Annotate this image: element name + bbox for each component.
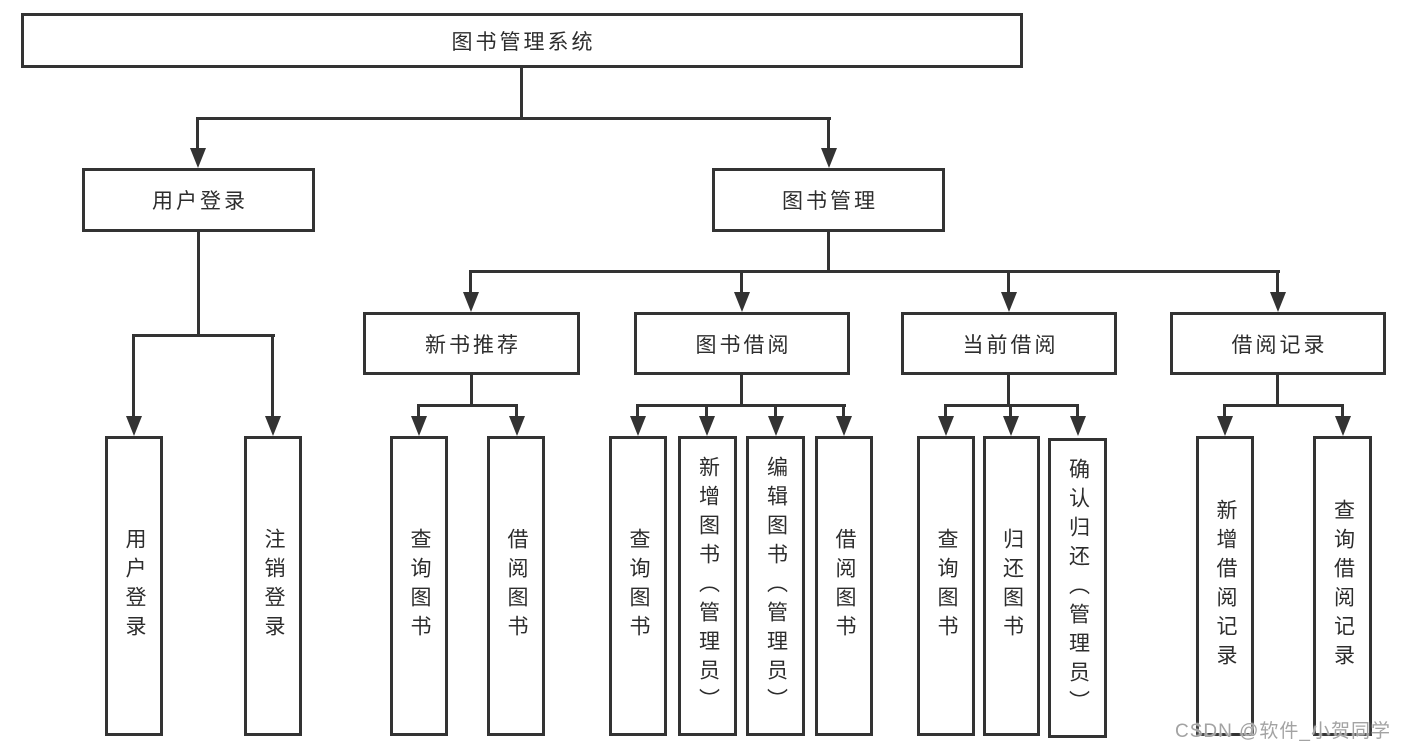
- node-library-system-label: 图书管理系统: [451, 30, 596, 54]
- connector-drop-bb-edit: [774, 404, 777, 419]
- connector-drop-book-borrow: [740, 270, 743, 295]
- leaf-br-query-record: 查询借阅记录: [1313, 436, 1372, 736]
- connector-drop-book-management: [827, 117, 830, 151]
- connector-borrow-records-hline: [1223, 404, 1344, 407]
- connector-drop-nb-borrow: [515, 404, 518, 419]
- leaf-nb-query-books-label: 查询图书: [408, 528, 431, 644]
- node-library-system: 图书管理系统: [21, 13, 1023, 68]
- leaf-bb-add-books-admin: 新增图书（管理员）: [678, 436, 737, 736]
- node-book-management: 图书管理: [712, 168, 945, 232]
- node-book-borrow-label: 图书借阅: [695, 333, 792, 357]
- connector-root-stem: [520, 68, 523, 119]
- connector-drop-br-query: [1341, 404, 1344, 419]
- connector-drop-cb-confirm: [1076, 404, 1079, 419]
- arrowhead-cb-query: [938, 416, 954, 436]
- connector-drop-cb-return: [1009, 404, 1012, 419]
- connector-drop-bb-add: [705, 404, 708, 419]
- leaf-bb-borrow-books-label: 借阅图书: [833, 528, 856, 644]
- arrowhead-leaf-logout: [265, 416, 281, 436]
- connector-drop-bb-borrow: [842, 404, 845, 419]
- node-new-book-recommend-label: 新书推荐: [425, 333, 521, 357]
- connector-drop-borrow-records: [1276, 270, 1279, 295]
- arrowhead-new-book: [463, 292, 479, 312]
- connector-borrow-records-stem: [1276, 375, 1279, 406]
- leaf-logout-label: 注销登录: [262, 528, 285, 644]
- arrowhead-bb-edit: [768, 416, 784, 436]
- node-user-login-label: 用户登录: [152, 190, 248, 213]
- arrowhead-leaf-login: [126, 416, 142, 436]
- arrowhead-book-borrow: [734, 292, 750, 312]
- connector-book-borrow-stem: [740, 375, 743, 406]
- connector-drop-bb-query: [636, 404, 639, 419]
- connector-drop-new-book: [469, 270, 472, 295]
- leaf-user-login: 用户登录: [105, 436, 163, 736]
- leaf-nb-borrow-books-label: 借阅图书: [505, 528, 528, 644]
- arrowhead-borrow-records: [1270, 292, 1286, 312]
- leaf-user-login-label: 用户登录: [123, 528, 146, 644]
- arrowhead-bb-borrow: [836, 416, 852, 436]
- arrowhead-book-management: [821, 148, 837, 168]
- leaf-bb-query-books: 查询图书: [609, 436, 667, 736]
- leaf-bb-edit-books-admin: 编辑图书（管理员）: [746, 436, 805, 736]
- leaf-br-query-record-label: 查询借阅记录: [1331, 499, 1355, 673]
- connector-drop-user-login: [196, 117, 199, 151]
- node-current-borrow: 当前借阅: [901, 312, 1117, 375]
- connector-drop-nb-query: [417, 404, 420, 419]
- arrowhead-cb-confirm: [1070, 416, 1086, 436]
- leaf-br-add-record-label: 新增借阅记录: [1214, 499, 1237, 673]
- connector-drop-current-borrow: [1007, 270, 1010, 295]
- leaf-cb-query-books-label: 查询图书: [935, 528, 958, 644]
- node-current-borrow-label: 当前借阅: [962, 333, 1059, 357]
- node-borrow-records: 借阅记录: [1170, 312, 1386, 375]
- leaf-bb-edit-books-admin-label: 编辑图书（管理员）: [764, 455, 788, 717]
- node-new-book-recommend: 新书推荐: [363, 312, 580, 375]
- connector-drop-leaf-login: [132, 334, 135, 419]
- leaf-br-add-record: 新增借阅记录: [1196, 436, 1254, 736]
- arrowhead-user-login: [190, 148, 206, 168]
- leaf-bb-add-books-admin-label: 新增图书（管理员）: [696, 455, 720, 717]
- arrowhead-cb-return: [1003, 416, 1019, 436]
- connector-drop-cb-query: [944, 404, 947, 419]
- node-user-login: 用户登录: [82, 168, 315, 232]
- connector-user-login-hline: [132, 334, 275, 337]
- leaf-cb-return-books: 归还图书: [983, 436, 1040, 736]
- leaf-nb-query-books: 查询图书: [390, 436, 448, 736]
- arrowhead-bb-query: [630, 416, 646, 436]
- arrowhead-br-query: [1335, 416, 1351, 436]
- leaf-nb-borrow-books: 借阅图书: [487, 436, 545, 736]
- node-borrow-records-label: 借阅记录: [1231, 333, 1328, 357]
- leaf-cb-query-books: 查询图书: [917, 436, 975, 736]
- connector-root-hline: [197, 117, 831, 120]
- watermark: CSDN @软件_小贺同学: [1175, 721, 1391, 742]
- connector-drop-br-add: [1223, 404, 1226, 419]
- leaf-logout: 注销登录: [244, 436, 302, 736]
- arrowhead-nb-query: [411, 416, 427, 436]
- connector-book-management-stem: [827, 232, 830, 272]
- leaf-cb-confirm-return-admin: 确认归还（管理员）: [1048, 438, 1107, 738]
- leaf-bb-query-books-label: 查询图书: [627, 528, 650, 644]
- arrowhead-bb-add: [699, 416, 715, 436]
- leaf-cb-return-books-label: 归还图书: [1000, 528, 1024, 644]
- connector-new-book-stem: [470, 375, 473, 406]
- connector-book-borrow-hline: [636, 404, 846, 407]
- connector-current-borrow-stem: [1007, 375, 1010, 406]
- arrowhead-current-borrow: [1001, 292, 1017, 312]
- connector-new-book-hline: [417, 404, 518, 407]
- arrowhead-br-add: [1217, 416, 1233, 436]
- arrowhead-nb-borrow: [509, 416, 525, 436]
- node-book-management-label: 图书管理: [782, 190, 878, 213]
- connector-drop-leaf-logout: [271, 334, 274, 419]
- leaf-bb-borrow-books: 借阅图书: [815, 436, 873, 736]
- leaf-cb-confirm-return-admin-label: 确认归还（管理员）: [1066, 457, 1090, 719]
- node-book-borrow: 图书借阅: [634, 312, 850, 375]
- connector-user-login-stem: [197, 232, 200, 336]
- connector-book-management-hline: [469, 270, 1280, 273]
